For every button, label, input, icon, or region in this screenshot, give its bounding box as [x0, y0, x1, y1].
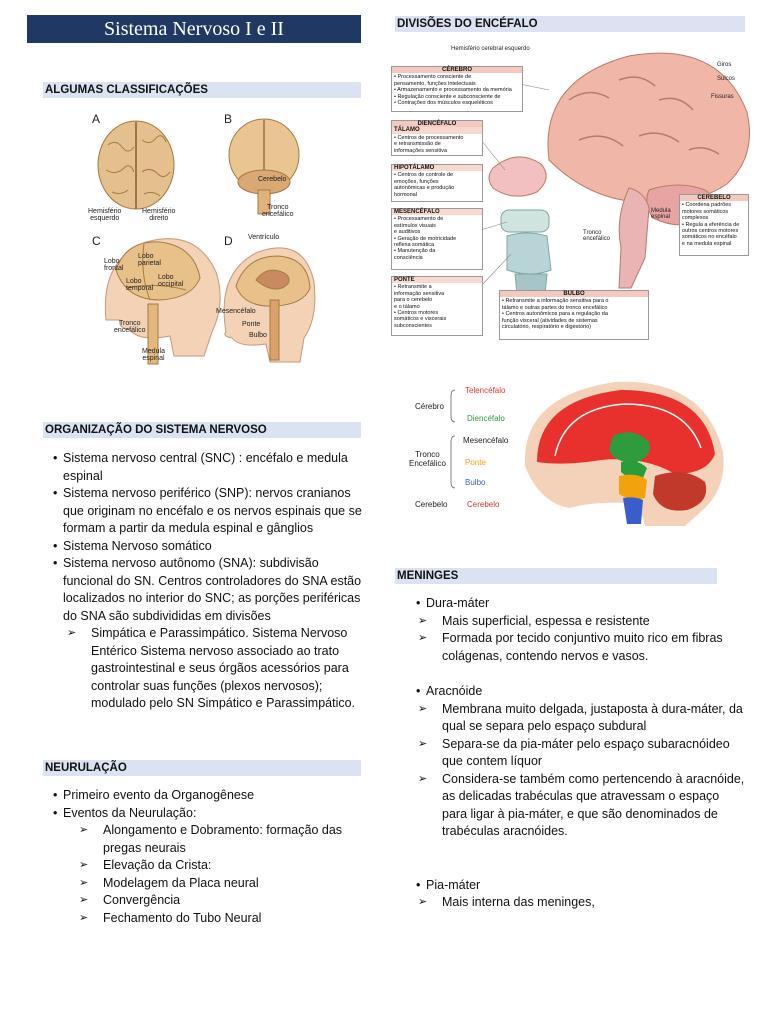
- label-bulbo-sagital: Bulbo: [465, 478, 486, 487]
- label-lobo-temporal: Lobo temporal: [126, 278, 154, 292]
- box-cerebelo-text: • Coordena padrões motores somáticos com…: [682, 202, 740, 247]
- box-talamo-text: • Centros de processamento e retransmiss…: [394, 134, 464, 154]
- list-item: Sistema Nervoso somático: [47, 538, 363, 556]
- box-ponte-text: • Retransmite a informação sensitiva par…: [394, 284, 447, 329]
- list-item: Primeiro evento da Organogênese: [47, 787, 363, 805]
- figure-sagital: Cérebro Telencéfalo Diencéfalo Tronco En…: [405, 376, 725, 526]
- box-mesencefalo-text: • Processamento de estímulos visuais e a…: [394, 216, 457, 261]
- list-subitem: Fechamento do Tubo Neural: [75, 910, 363, 928]
- label-tronco-c: Tronco encefálico: [114, 320, 146, 334]
- label-cerebelo-right: Cerebelo: [467, 500, 500, 509]
- list-item: Eventos da Neurulação:: [47, 805, 363, 823]
- label-mesencefalo-sagital: Mesencéfalo: [463, 436, 509, 445]
- label-sulcos: Sulcos: [717, 76, 736, 82]
- label-ponte-d: Ponte: [242, 321, 261, 328]
- box-cerebro-text: • Processamento consciente de pensamento…: [394, 74, 512, 107]
- fig-letter-c: C: [92, 234, 101, 248]
- box-cerebro: CÉREBRO • Processamento consciente de pe…: [391, 66, 523, 112]
- label-cerebelo-left: Cerebelo: [415, 500, 448, 509]
- label-medula-espinal: Medula espinal: [651, 208, 671, 220]
- label-cerebelo-b: Cerebelo: [258, 176, 287, 183]
- label-lobo-parietal: Lobo parietal: [138, 253, 161, 267]
- label-ventriculo: Ventrículo: [248, 234, 280, 241]
- figure-classificacoes: A B C D Hemisfério esquerdo Hemisfério d…: [86, 110, 316, 380]
- meninge-title-pia: Pia-máter: [410, 877, 745, 895]
- list-subitem: Separa-se da pia-máter pelo espaço subar…: [414, 736, 745, 771]
- meninge-title-dura: Dura-máter: [410, 595, 745, 613]
- list-subitem: Membrana muito delgada, justaposta à dur…: [414, 701, 745, 736]
- list-subitem: Mais superficial, espessa e resistente: [414, 613, 745, 631]
- label-lobo-frontal: Lobo frontal: [104, 258, 124, 272]
- box-ponte: PONTE • Retransmite a informação sensiti…: [391, 276, 483, 336]
- box-bulbo: BULBO • Retransmite a informação sensiti…: [499, 290, 649, 340]
- box-hipotalamo-text: • Centros de controle de emoções, funçõe…: [394, 172, 455, 198]
- box-cerebro-title: CÉREBRO: [392, 67, 522, 74]
- list-subitem: Formada por tecido conjuntivo muito rico…: [414, 630, 745, 665]
- section-classificacoes: ALGUMAS CLASSIFICAÇÕES: [43, 82, 361, 98]
- label-giros: Giros: [717, 62, 732, 68]
- label-cerebro: Cérebro: [415, 402, 444, 411]
- box-hipotalamo-title: HIPOTÁLAMO: [392, 165, 482, 172]
- meninges-list: Dura-máter Mais superficial, espessa e r…: [410, 595, 745, 912]
- label-fissuras: Fissuras: [711, 94, 734, 100]
- box-diencefalo-title: DIENCÉFALO: [392, 121, 482, 128]
- label-tronco-b: Tronco encefálico: [262, 204, 294, 218]
- box-cerebelo-title: CEREBELO: [680, 195, 748, 202]
- section-organizacao: ORGANIZAÇÃO DO SISTEMA NERVOSO: [43, 422, 361, 438]
- label-hemisferio-esquerdo: Hemisfério esquerdo: [88, 208, 122, 222]
- list-item: Sistema nervoso autônomo (SNA): subdivis…: [47, 555, 363, 625]
- label-medula-c: Medula espinal: [142, 348, 165, 362]
- label-hemisferio-direito: Hemisfério direito: [142, 208, 176, 222]
- list-item: Sistema nervoso central (SNC) : encéfalo…: [47, 450, 363, 485]
- list-subitem: Modelagem da Placa neural: [75, 875, 363, 893]
- label-mesencefalo-d: Mesencéfalo: [216, 308, 256, 315]
- organizacao-list: Sistema nervoso central (SNC) : encéfalo…: [47, 450, 363, 713]
- box-talamo-title: TÁLAMO: [392, 127, 482, 134]
- label-telencefalo: Telencéfalo: [465, 386, 506, 395]
- box-cerebelo: CEREBELO • Coordena padrões motores somá…: [679, 194, 749, 256]
- box-ponte-title: PONTE: [392, 277, 482, 284]
- page-title: Sistema Nervoso I e II: [27, 15, 361, 43]
- list-subitem: Alongamento e Dobramento: formação das p…: [75, 822, 363, 857]
- box-mesencefalo-title: MESENCÉFALO: [392, 209, 482, 216]
- meninge-title-aracnoide: Aracnóide: [410, 683, 745, 701]
- fig-letter-b: B: [224, 112, 233, 126]
- box-mesencefalo: MESENCÉFALO • Processamento de estímulos…: [391, 208, 483, 270]
- neurulacao-list: Primeiro evento da Organogênese Eventos …: [47, 787, 363, 927]
- list-subitem: Convergência: [75, 892, 363, 910]
- label-lobo-occipital: Lobo occipital: [158, 274, 184, 288]
- box-talamo: DIENCÉFALO TÁLAMO • Centros de processam…: [391, 120, 483, 156]
- list-subitem: Mais interna das meninges,: [414, 894, 745, 912]
- sagital-illustration: [450, 381, 724, 526]
- section-meninges: MENINGES: [395, 568, 717, 584]
- label-hemisferio-cerebral: Hemisfério cerebral esquerdo: [451, 46, 530, 52]
- box-bulbo-title: BULBO: [500, 291, 648, 298]
- label-bulbo-d: Bulbo: [249, 332, 267, 339]
- fig-letter-a: A: [92, 112, 101, 126]
- label-ponte-sagital: Ponte: [465, 458, 486, 467]
- section-neurulacao: NEURULAÇÃO: [43, 760, 361, 776]
- box-bulbo-text: • Retransmite a informação sensitiva par…: [502, 298, 609, 331]
- classificacoes-illustration: [97, 118, 316, 365]
- label-diencefalo: Diencéfalo: [467, 414, 505, 423]
- fig-letter-d: D: [224, 234, 233, 248]
- list-subitem: Elevação da Crista:: [75, 857, 363, 875]
- list-subitem: Considera-se também como pertencendo à a…: [414, 771, 745, 841]
- list-item: Sistema nervoso periférico (SNP): nervos…: [47, 485, 363, 538]
- figure-divisoes: Hemisfério cerebral esquerdo Giros Sulco…: [389, 40, 751, 348]
- label-tronco-encefalico: Tronco encefálico: [583, 230, 611, 242]
- label-tronco-sagital: Tronco Encefálico: [409, 450, 446, 468]
- list-subitem: Simpática e Parassimpático. Sistema Nerv…: [63, 625, 363, 713]
- section-divisoes: DIVISÕES DO ENCÉFALO: [395, 16, 745, 32]
- box-hipotalamo: HIPOTÁLAMO • Centros de controle de emoç…: [391, 164, 483, 202]
